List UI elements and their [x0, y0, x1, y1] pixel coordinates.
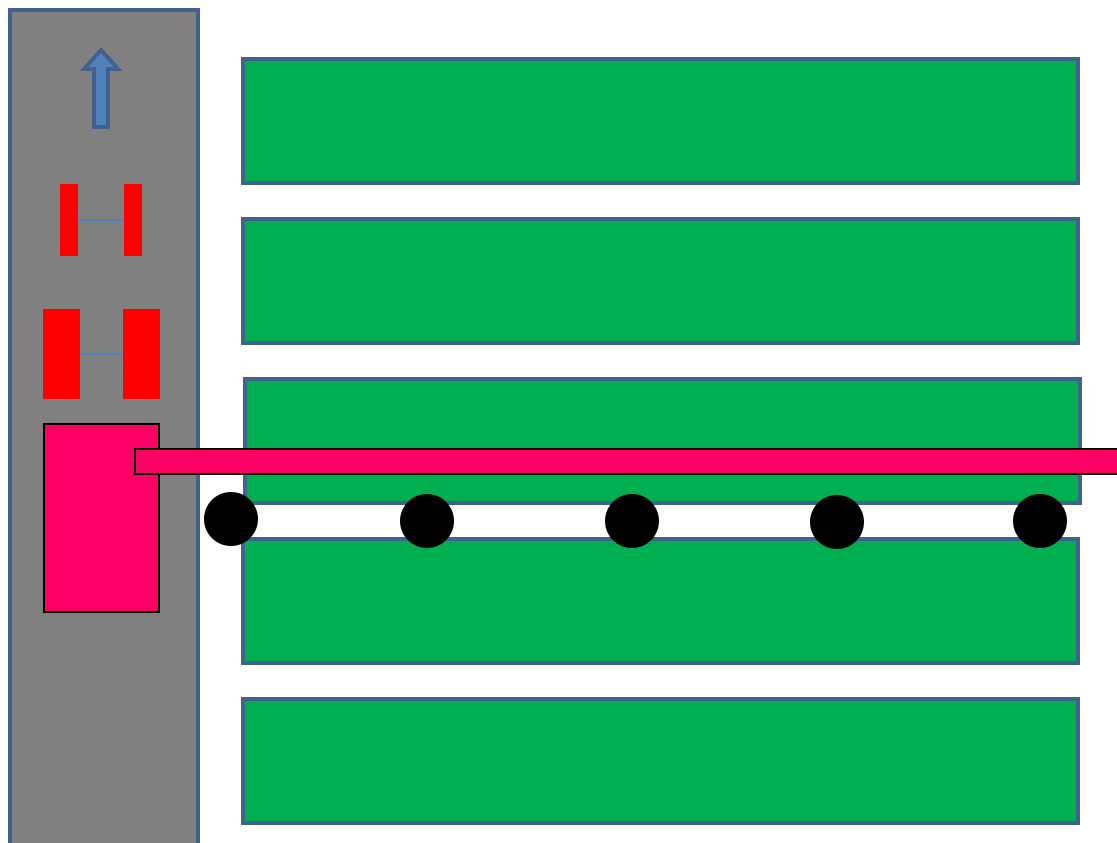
up-arrow-icon	[80, 47, 122, 131]
rear-right-wheel	[123, 309, 160, 399]
front-axle-bar	[78, 219, 124, 221]
crop-field-4	[241, 537, 1080, 665]
crop-field-2	[241, 217, 1080, 345]
front-right-wheel	[124, 184, 142, 256]
crop-field-5	[241, 697, 1080, 825]
nozzle-2	[400, 494, 454, 548]
nozzle-3	[605, 494, 659, 548]
crop-field-1	[241, 57, 1080, 185]
front-axle	[60, 184, 142, 256]
rear-axle-bar	[80, 353, 123, 355]
nozzle-4	[810, 495, 864, 549]
front-left-wheel	[60, 184, 78, 256]
rear-axle	[43, 309, 160, 399]
rear-left-wheel	[43, 309, 80, 399]
spray-boom	[134, 448, 1117, 475]
nozzle-1	[204, 492, 258, 546]
crop-field-3	[243, 377, 1082, 505]
nozzle-5	[1013, 494, 1067, 548]
